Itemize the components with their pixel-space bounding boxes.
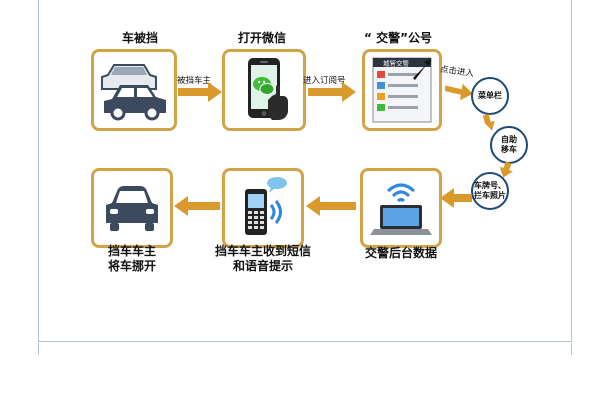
phone-sms-icon [245,177,287,235]
diagram-frame [38,0,572,342]
arrow-text-1: 被挡车主 [177,76,212,86]
frame-corner-left [38,343,39,355]
arrow-left-0 [440,188,472,208]
label-traffic-account: “ 交警”公号 [364,31,432,45]
label-open-wechat: 打开微信 [237,31,286,45]
arrow-down-1 [483,114,495,131]
circle-photo: 车牌号、 拦车照片 [471,172,509,210]
arrow-down-2 [499,162,513,178]
label-sms-notice: 挡车车主收到短信 和语音提示 [214,244,311,273]
arrow-right-1 [178,82,222,102]
arrow-right-3 [445,83,473,101]
arrow-right-2 [308,82,356,102]
arrow-text-2: 进入订阅号 [303,76,346,86]
laptop-wifi-icon [370,183,432,235]
step-car-blocked [91,49,177,131]
blocked-cars-icon [101,64,166,121]
smartphone-wechat-icon [248,58,288,120]
car-icon [106,186,158,231]
step-traffic-account: 城管交警 [362,49,442,131]
screen-header-text: 城管交警 [383,59,410,68]
step-owner-moves [91,168,173,248]
arrow-left-1 [306,196,356,216]
wechat-account-screen-icon: 城管交警 [372,57,432,123]
step-backend [360,168,442,248]
circle-move: 自助 移车 [490,126,528,164]
step-open-wechat [222,49,306,131]
step-sms-notice [222,168,304,248]
label-backend: 交警后台数据 [364,246,437,260]
label-car-blocked: 车被挡 [121,31,158,45]
arrow-left-2 [174,196,220,216]
circle-menu: 菜单栏 [471,77,509,115]
frame-corner-right [571,343,572,355]
label-owner-moves: 挡车车主 将车挪开 [107,244,156,273]
